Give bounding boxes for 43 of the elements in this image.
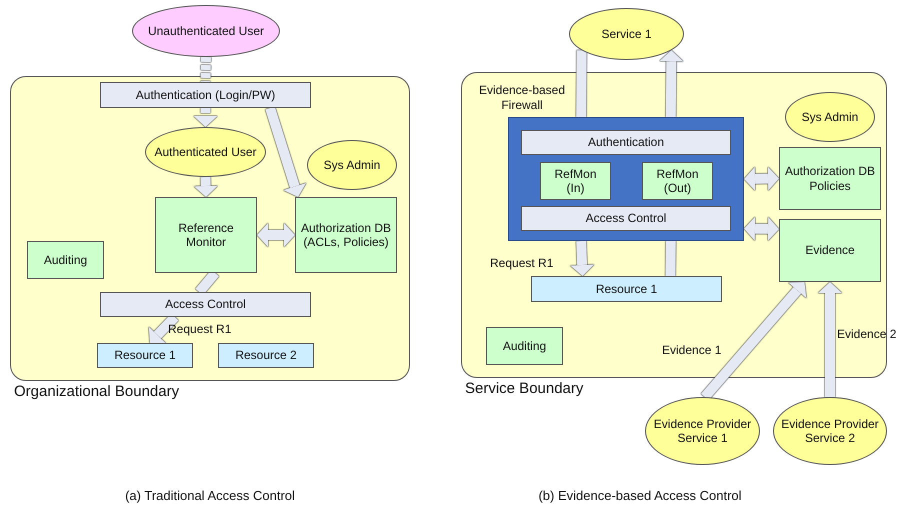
connector-bar [576,50,587,118]
actor-ellipse: Authenticated User [145,127,266,177]
layer-bar: Authentication (Login/PW) [100,82,311,108]
edge-label: Evidence 1 [662,343,722,357]
layer-bar: Authentication [521,130,731,155]
component-box: RefMon (In) [540,162,611,200]
component-box: Reference Monitor [155,197,257,273]
block-arrow [744,166,779,191]
block-arrow [257,223,295,247]
actor-ellipse: Sys Admin [785,92,875,142]
connector-bar [665,240,676,276]
resource-box: Resource 2 [218,343,314,368]
figure-caption: (a) Traditional Access Control [124,488,296,503]
boundary-caption: Organizational Boundary [14,383,180,401]
edge-label: Request R1 [168,322,232,336]
actor-ellipse: Service 1 [569,8,684,60]
resource-box: Resource 1 [97,343,193,368]
block-arrow [265,106,306,197]
layer-bar: Access Control [521,206,731,231]
resource-box: Resource 1 [531,276,722,302]
component-box: Evidence [779,219,881,282]
connector-bar [200,56,211,82]
block-arrow [659,50,684,118]
actor-ellipse: Sys Admin [307,140,397,190]
actor-ellipse: Evidence Provider Service 1 [645,397,760,465]
component-box: Authorization DB Policies [779,147,881,210]
firewall-heading: Evidence-based Firewall [478,83,566,113]
component-box: Authorization DB (ACLs, Policies) [295,197,397,273]
block-arrow [194,176,218,197]
block-arrow [744,216,779,241]
edge-label: Request R1 [490,256,554,270]
component-box: Auditing [27,241,104,279]
block-arrow [818,282,842,397]
boundary-caption: Service Boundary [465,380,584,398]
component-box: Auditing [486,327,563,365]
edge-label: Evidence 2 [837,327,896,341]
block-arrow [570,240,594,276]
block-arrow [194,108,218,127]
component-box: RefMon (Out) [642,162,713,200]
layer-bar: Access Control [100,292,311,317]
figure-caption: (b) Evidence-based Access Control [537,488,743,503]
actor-ellipse: Evidence Provider Service 2 [773,397,887,465]
actor-ellipse: Unauthenticated User [132,5,280,57]
